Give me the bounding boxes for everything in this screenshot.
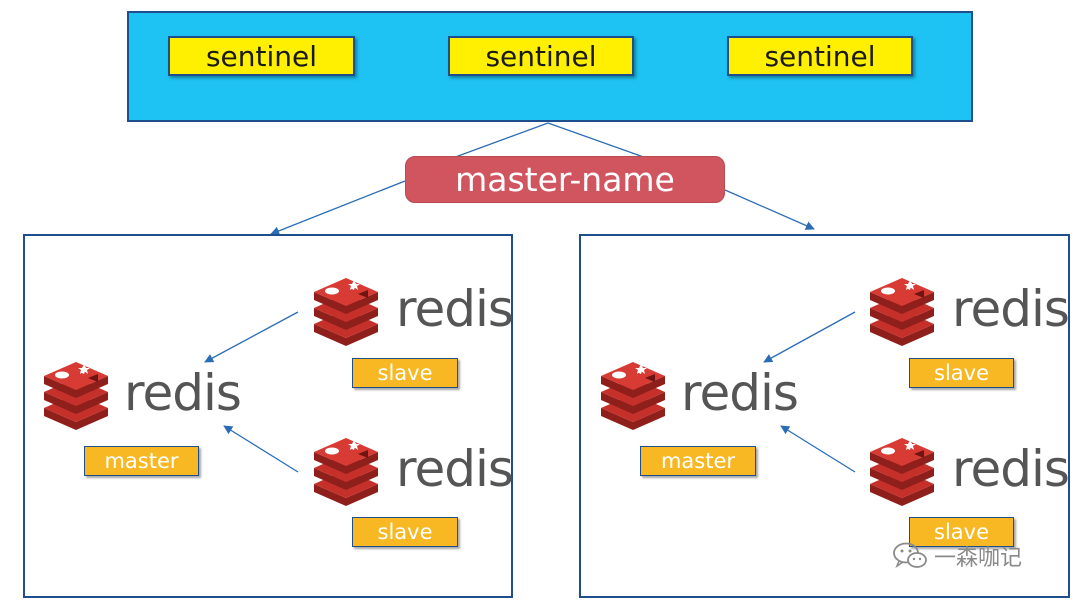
redis-node-slave-left-2 [310, 436, 382, 512]
redis-node-master-right [597, 360, 669, 436]
master-role-label: master [640, 446, 756, 476]
watermark-text: 一森咖记 [934, 546, 1023, 571]
redis-node-slave-right-2 [866, 436, 938, 512]
redis-logo-icon [314, 438, 378, 506]
wechat-icon [893, 542, 927, 569]
slave-role-label: slave [909, 517, 1014, 547]
redis-node-slave-left-1 [310, 276, 382, 352]
sentinel-label-3: sentinel [727, 36, 913, 76]
redis-logo-icon [601, 362, 665, 430]
slave-role-label: slave [909, 358, 1014, 388]
redis-node-master-left [40, 360, 112, 436]
master-name-label: master-name [405, 156, 725, 203]
redis-logo-text: redis [952, 280, 1070, 338]
slave-role-label: slave [352, 517, 458, 547]
replication-arrow-right-bottom [780, 425, 856, 473]
slave-role-label: slave [352, 358, 458, 388]
redis-logo-icon [870, 438, 934, 506]
redis-logo-icon [44, 362, 108, 430]
redis-logo-text: redis [124, 364, 242, 422]
sentinel-label-2: sentinel [448, 36, 634, 76]
master-role-label: master [84, 446, 199, 476]
redis-logo-icon [870, 278, 934, 346]
watermark: 一森咖记 [892, 540, 1022, 572]
sentinel-label-1: sentinel [168, 36, 355, 76]
replication-arrow-right-top [763, 311, 856, 363]
redis-node-slave-right-1 [866, 276, 938, 352]
redis-logo-text: redis [396, 280, 514, 338]
redis-logo-text: redis [681, 364, 799, 422]
replication-arrow-left-top [204, 311, 299, 363]
redis-logo-icon [314, 278, 378, 346]
redis-logo-text: redis [396, 440, 514, 498]
replication-arrow-left-bottom [223, 425, 299, 473]
arrow-to-cluster-right [724, 189, 815, 230]
arrow-to-cluster-left [270, 180, 406, 236]
redis-logo-text: redis [952, 440, 1070, 498]
